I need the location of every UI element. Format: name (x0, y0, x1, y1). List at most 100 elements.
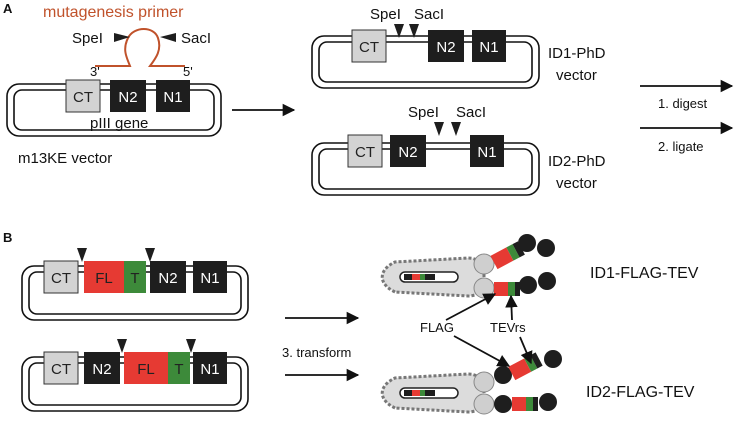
id2flag-site-icon-2 (186, 339, 196, 353)
id2phd-n1-box (470, 135, 504, 167)
m13ke-n2-label: N2 (118, 89, 137, 106)
phage-id2-lower-n2 (494, 395, 512, 413)
tevrs-label: TEVrs (490, 320, 526, 335)
panel-label-a: A (3, 1, 13, 16)
phage-id2-genome-seg-dark (404, 390, 412, 396)
id1-phd-vector: CT SpeI SacI N2 N1 ID1-PhD vector (311, 6, 606, 89)
id1phd-ct-label: CT (359, 39, 379, 56)
id1-flag-tev-name: ID1-FLAG-TEV (590, 265, 699, 282)
id2phd-sac-label: SacI (456, 104, 486, 121)
id1flag-n2-label: N2 (158, 270, 177, 287)
primer-spe-arrowhead (114, 33, 130, 42)
phage-id2-upper-n2 (494, 366, 512, 384)
phage-id2-upper-chain (508, 352, 543, 381)
id2flag-n1-box (193, 352, 227, 384)
phage-id2-genome-seg-dark-2 (425, 390, 435, 396)
phage-id1-genome-seg-dark-2 (425, 274, 435, 280)
id2phd-sac-site-icon (451, 122, 461, 136)
id2flag-t-box (168, 352, 190, 384)
id2-flag-tev-name: ID2-FLAG-TEV (586, 384, 695, 401)
id2phd-name-line2: vector (556, 175, 597, 192)
phage-id1-lower-flag (494, 282, 508, 296)
id2phd-ct-label: CT (355, 144, 375, 161)
phage-id2-upper-n1 (544, 350, 562, 368)
phage-id1-upper-link (512, 241, 525, 258)
id2flag-n1-label: N1 (200, 361, 219, 378)
id1phd-sac-label: SacI (414, 6, 444, 23)
phage-id1-genome-seg-red (412, 274, 420, 280)
id2phd-n2-label: N2 (398, 144, 417, 161)
id1phd-sac-site-icon (409, 24, 419, 38)
id1phd-outer-strand (311, 35, 540, 89)
phage-id1-ct-sphere-1 (473, 253, 495, 275)
id1flag-ct-box (43, 260, 79, 294)
m13ke-n2-box (110, 80, 146, 112)
primer-sac-label: SacI (181, 30, 211, 47)
id2phd-name-line1: ID2-PhD (548, 153, 606, 170)
phage-id1-upper-flag (490, 247, 514, 270)
phage-id1-upper-chain (490, 241, 525, 270)
primer-5-end: 5' (183, 64, 193, 79)
phage-id1-genome-seg-green (420, 274, 425, 280)
id2flag-n2-box (84, 352, 120, 384)
m13ke-gene-label: pIII gene (90, 115, 148, 132)
id1phd-ct-box (351, 29, 387, 63)
primer-loop (95, 28, 185, 67)
id1phd-inner-strand (318, 41, 533, 83)
phage-id1-lower-n2 (519, 276, 537, 294)
m13ke-ct-label: CT (73, 89, 93, 106)
id2flag-n2-label: N2 (92, 361, 111, 378)
id2flag-ct-label: CT (51, 361, 71, 378)
id1flag-n2-box (150, 261, 186, 293)
id2phd-n1-label: N1 (477, 144, 496, 161)
id1-flag-tev-vector: CT FL T N2 N1 (21, 248, 249, 321)
phage-id2-ct-sphere-2 (473, 393, 495, 415)
phage-id2-lower-tev (526, 397, 533, 411)
flag-label: FLAG (420, 320, 454, 335)
id1flag-t-box (124, 261, 146, 293)
phage-id2-genome-seg-red (412, 390, 420, 396)
id2phd-ct-box (347, 134, 383, 168)
id1flag-t-label: T (130, 270, 139, 287)
id1flag-ct-label: CT (51, 270, 71, 287)
id1phd-name-line2: vector (556, 67, 597, 84)
phage-id2-ct-sphere-1 (473, 371, 495, 393)
phage-id1-upper-tev (506, 244, 520, 261)
phage-id1-upper-n1 (537, 239, 555, 257)
id2phd-spe-site-icon (434, 122, 444, 136)
phage-id1-upper-n2 (518, 234, 536, 252)
tevrs-pointer-lower (519, 336, 533, 365)
id2phd-spe-label: SpeI (408, 104, 439, 121)
phage-id1-genome-seg-dark (404, 274, 412, 280)
id1flag-n1-label: N1 (200, 270, 219, 287)
primer-sac-arrowhead (160, 33, 176, 42)
id1phd-spe-label: SpeI (370, 6, 401, 23)
phage-id2-lower-n1 (539, 393, 557, 411)
mutagenesis-primer: mutagenesis primer 3' 5' SpeI SacI (43, 4, 211, 79)
m13ke-vector: CT N2 N1 pIII gene m13KE vector (6, 79, 222, 167)
phage-id1-lower-tev (508, 282, 515, 296)
m13ke-n1-label: N1 (163, 89, 182, 106)
phage-id1-lower-n1 (538, 272, 556, 290)
id2flag-fl-label: FL (137, 361, 155, 378)
id1flag-site-icon-2 (145, 248, 155, 262)
id2-flag-tev-vector: CT N2 FL T N1 (21, 339, 249, 412)
id2flag-site-icon-1 (117, 339, 127, 353)
id1phd-n1-box (472, 30, 506, 62)
primer-spe-label: SpeI (72, 30, 103, 47)
id1flag-n1-box (193, 261, 227, 293)
flag-pointer-lower (453, 335, 511, 367)
phage-id2-lower-flag (512, 397, 526, 411)
id2flag-t-label: T (174, 361, 183, 378)
id2-phd-vector: CT N2 SpeI SacI N1 ID2-PhD vector (311, 104, 606, 196)
phage-id2-genome-seg-green (420, 390, 425, 396)
id1phd-n1-label: N1 (479, 39, 498, 56)
m13ke-n1-box (156, 80, 190, 112)
step-transform-label: 3. transform (282, 345, 351, 360)
step-ligate-label: 2. ligate (658, 139, 704, 154)
id1flag-fl-box (84, 261, 124, 293)
tevrs-pointer-upper (505, 294, 518, 321)
panel-label-b: B (3, 230, 12, 245)
flag-pointer-upper (445, 293, 497, 321)
